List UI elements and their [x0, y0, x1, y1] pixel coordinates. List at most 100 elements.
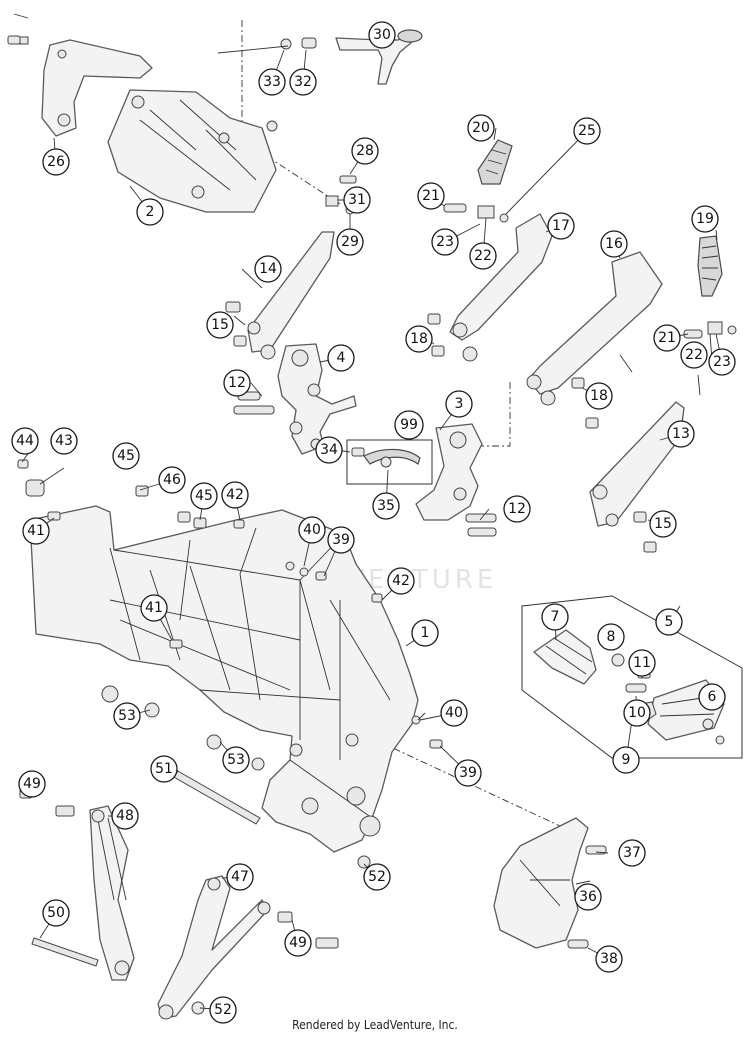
callout-4-label: 4 — [337, 350, 346, 366]
subframe-bracket-part — [107, 89, 278, 213]
footer-credit: Rendered by LeadVenture, Inc. — [292, 1018, 458, 1032]
callout-11-label: 11 — [633, 655, 651, 671]
callout-52-label: 52 — [214, 1002, 232, 1018]
callout-23-label: 23 — [436, 234, 454, 250]
callout-7-circle — [541, 603, 569, 631]
callout-15: 15 — [206, 311, 234, 339]
callout-1-circle — [411, 619, 439, 647]
callout-33-circle — [258, 68, 286, 96]
callout-36-label: 36 — [579, 889, 597, 905]
callout-42-label: 42 — [226, 487, 244, 503]
callout-40-circle — [440, 699, 468, 727]
bolt-28-part — [339, 175, 357, 184]
callout-10: 10 — [623, 699, 651, 727]
callout-8: 8 — [597, 623, 625, 651]
callout-2-circle — [136, 198, 164, 226]
sprocket-cover-36-part — [493, 817, 607, 949]
callout-12: 12 — [223, 369, 251, 397]
callout-52: 52 — [209, 996, 237, 1024]
callout-39-circle — [454, 759, 482, 787]
passenger-arm-17-part — [427, 203, 553, 362]
callout-12-circle — [223, 369, 251, 397]
callout-16: 16 — [600, 230, 628, 258]
callout-21-circle — [417, 182, 445, 210]
group-box-5 — [521, 595, 743, 759]
callout-13-label: 13 — [672, 426, 690, 442]
callout-46-circle — [158, 466, 186, 494]
callout-47-label: 47 — [231, 869, 249, 885]
callout-18-label: 18 — [410, 331, 428, 347]
callout-53: 53 — [222, 746, 250, 774]
callout-19-label: 19 — [696, 211, 714, 227]
callout-52: 52 — [363, 863, 391, 891]
callout-11-circle — [628, 649, 656, 677]
callout-23-label: 23 — [713, 354, 731, 370]
callout-6: 6 — [698, 683, 726, 711]
callout-group-99-circle — [394, 410, 424, 440]
callout-41-label: 41 — [145, 600, 163, 616]
callout-10-label: 10 — [628, 705, 646, 721]
callout-37-label: 37 — [623, 845, 641, 861]
callout-18: 18 — [585, 382, 613, 410]
callout-26: 26 — [42, 148, 70, 176]
callout-45-label: 45 — [117, 448, 135, 464]
callout-group: 1234678910111212131415151617181819202121… — [11, 21, 736, 1024]
callout-10-circle — [623, 699, 651, 727]
callout-49-circle — [284, 929, 312, 957]
callout-37: 37 — [618, 839, 646, 867]
nipple-fitting-part — [280, 37, 317, 50]
callout-34-circle — [315, 436, 343, 464]
callout-14-circle — [254, 255, 282, 283]
callout-41-circle — [22, 517, 50, 545]
callout-30-circle — [368, 21, 396, 49]
assembly-line-mid — [470, 382, 511, 447]
callout-49-label: 49 — [23, 776, 41, 792]
callout-2-label: 2 — [146, 204, 155, 220]
callout-41: 41 — [140, 594, 168, 622]
callout-52-label: 52 — [368, 869, 386, 885]
callout-42-label: 42 — [392, 573, 410, 589]
callout-group-99-label: 99 — [400, 417, 418, 433]
callout-53-label: 53 — [227, 752, 245, 768]
callout-8-circle — [597, 623, 625, 651]
callout-49-label: 49 — [289, 935, 307, 951]
callout-41-label: 41 — [27, 523, 45, 539]
callout-18-circle — [585, 382, 613, 410]
callout-8-label: 8 — [607, 629, 616, 645]
callout-7-label: 7 — [551, 609, 560, 625]
callout-38-label: 38 — [600, 951, 618, 967]
callout-12-label: 12 — [228, 375, 246, 391]
callout-33-label: 33 — [263, 74, 281, 90]
heel-guard-14-part — [225, 231, 335, 360]
callout-40-circle — [298, 516, 326, 544]
callout-15-label: 15 — [211, 317, 229, 333]
callout-45: 45 — [190, 482, 218, 510]
callout-25-circle — [573, 117, 601, 145]
callout-group-99: 99 — [394, 410, 424, 440]
callout-13: 13 — [667, 420, 695, 448]
callout-4: 4 — [327, 344, 355, 372]
callout-7: 7 — [541, 603, 569, 631]
callout-52-circle — [363, 863, 391, 891]
callout-43-circle — [50, 427, 78, 455]
callout-44: 44 — [11, 427, 39, 455]
callout-22-circle — [680, 341, 708, 369]
heel-guard-13-part — [589, 401, 685, 553]
callout-36: 36 — [574, 883, 602, 911]
callout-28: 28 — [351, 137, 379, 165]
callout-39-circle — [327, 526, 355, 554]
callout-51-circle — [150, 755, 178, 783]
callout-43-label: 43 — [55, 433, 73, 449]
group-box-99 — [346, 439, 433, 485]
main-frame-part — [29, 505, 419, 869]
callout-33: 33 — [258, 68, 286, 96]
callout-35-label: 35 — [377, 498, 395, 514]
callout-group-5-circle — [655, 608, 683, 636]
callout-26-label: 26 — [47, 154, 65, 170]
callout-12: 12 — [503, 495, 531, 523]
callout-41-circle — [140, 594, 168, 622]
callout-21-label: 21 — [422, 188, 440, 204]
callout-39-label: 39 — [332, 532, 350, 548]
callout-29: 29 — [336, 228, 364, 256]
